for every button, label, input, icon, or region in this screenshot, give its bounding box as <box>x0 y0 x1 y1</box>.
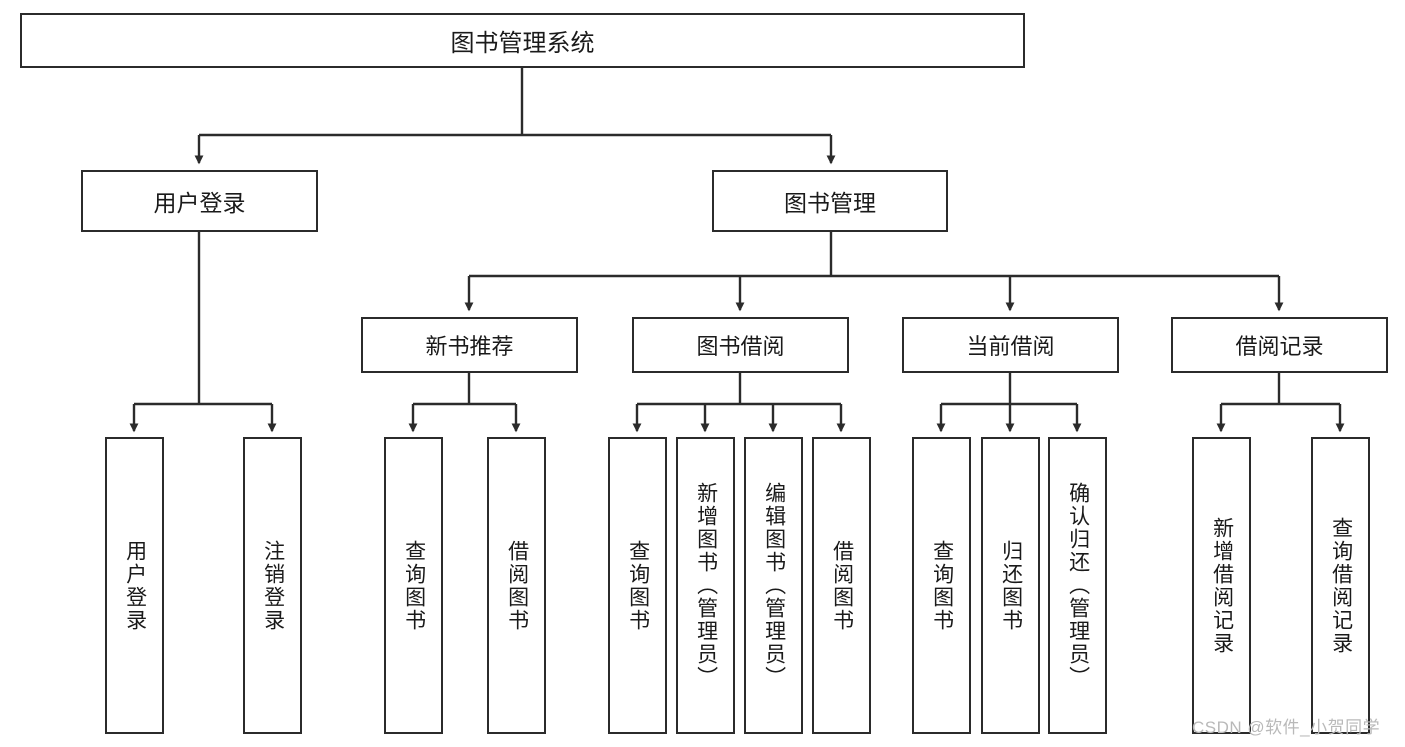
node-label: 确认归还（管理员） <box>1066 482 1090 689</box>
node-leaf-borrow-book[interactable]: 借阅图书 <box>812 437 871 734</box>
node-leaf-query-book-borrow[interactable]: 查询图书 <box>608 437 667 734</box>
node-leaf-user-logout[interactable]: 注销登录 <box>243 437 302 734</box>
node-label: 新书推荐 <box>425 334 514 359</box>
node-root-book-management-system[interactable]: 图书管理系统 <box>20 13 1025 68</box>
node-label: 查询图书 <box>402 539 426 632</box>
node-label: 查询图书 <box>626 539 650 632</box>
node-leaf-query-book-recommend[interactable]: 查询图书 <box>384 437 443 734</box>
watermark: CSDN @软件_小贺同学 <box>1192 718 1381 737</box>
node-label: 借阅图书 <box>830 539 854 632</box>
node-book-management[interactable]: 图书管理 <box>712 170 948 232</box>
node-label: 图书借阅 <box>696 334 785 359</box>
node-label: 归还图书 <box>999 539 1023 632</box>
node-label: 当前借阅 <box>966 334 1055 359</box>
node-label: 图书管理 <box>784 190 876 216</box>
node-label: 查询借阅记录 <box>1329 516 1353 655</box>
node-label: 新增借阅记录 <box>1210 516 1234 655</box>
node-label: 图书管理系统 <box>450 30 595 57</box>
node-label: 借阅图书 <box>505 539 529 632</box>
node-book-borrow[interactable]: 图书借阅 <box>632 317 849 373</box>
node-leaf-confirm-return[interactable]: 确认归还（管理员） <box>1048 437 1107 734</box>
node-label: 借阅记录 <box>1235 334 1324 359</box>
node-leaf-return-book[interactable]: 归还图书 <box>981 437 1040 734</box>
node-leaf-borrow-book-recommend[interactable]: 借阅图书 <box>487 437 546 734</box>
node-label: 用户登录 <box>123 539 147 632</box>
node-leaf-query-borrow-record[interactable]: 查询借阅记录 <box>1311 437 1370 734</box>
node-label: 用户登录 <box>153 190 246 216</box>
node-new-book-recommend[interactable]: 新书推荐 <box>361 317 578 373</box>
node-leaf-add-book[interactable]: 新增图书（管理员） <box>676 437 735 734</box>
node-label: 编辑图书（管理员） <box>762 482 786 689</box>
node-leaf-add-borrow-record[interactable]: 新增借阅记录 <box>1192 437 1251 734</box>
node-current-borrow[interactable]: 当前借阅 <box>902 317 1119 373</box>
node-label: 查询图书 <box>930 539 954 632</box>
node-leaf-edit-book[interactable]: 编辑图书（管理员） <box>744 437 803 734</box>
node-label: 新增图书（管理员） <box>694 482 718 689</box>
node-label: 注销登录 <box>261 539 285 632</box>
node-leaf-user-login[interactable]: 用户登录 <box>105 437 164 734</box>
node-user-login[interactable]: 用户登录 <box>81 170 318 232</box>
node-borrow-record[interactable]: 借阅记录 <box>1171 317 1388 373</box>
node-leaf-query-book-current[interactable]: 查询图书 <box>912 437 971 734</box>
